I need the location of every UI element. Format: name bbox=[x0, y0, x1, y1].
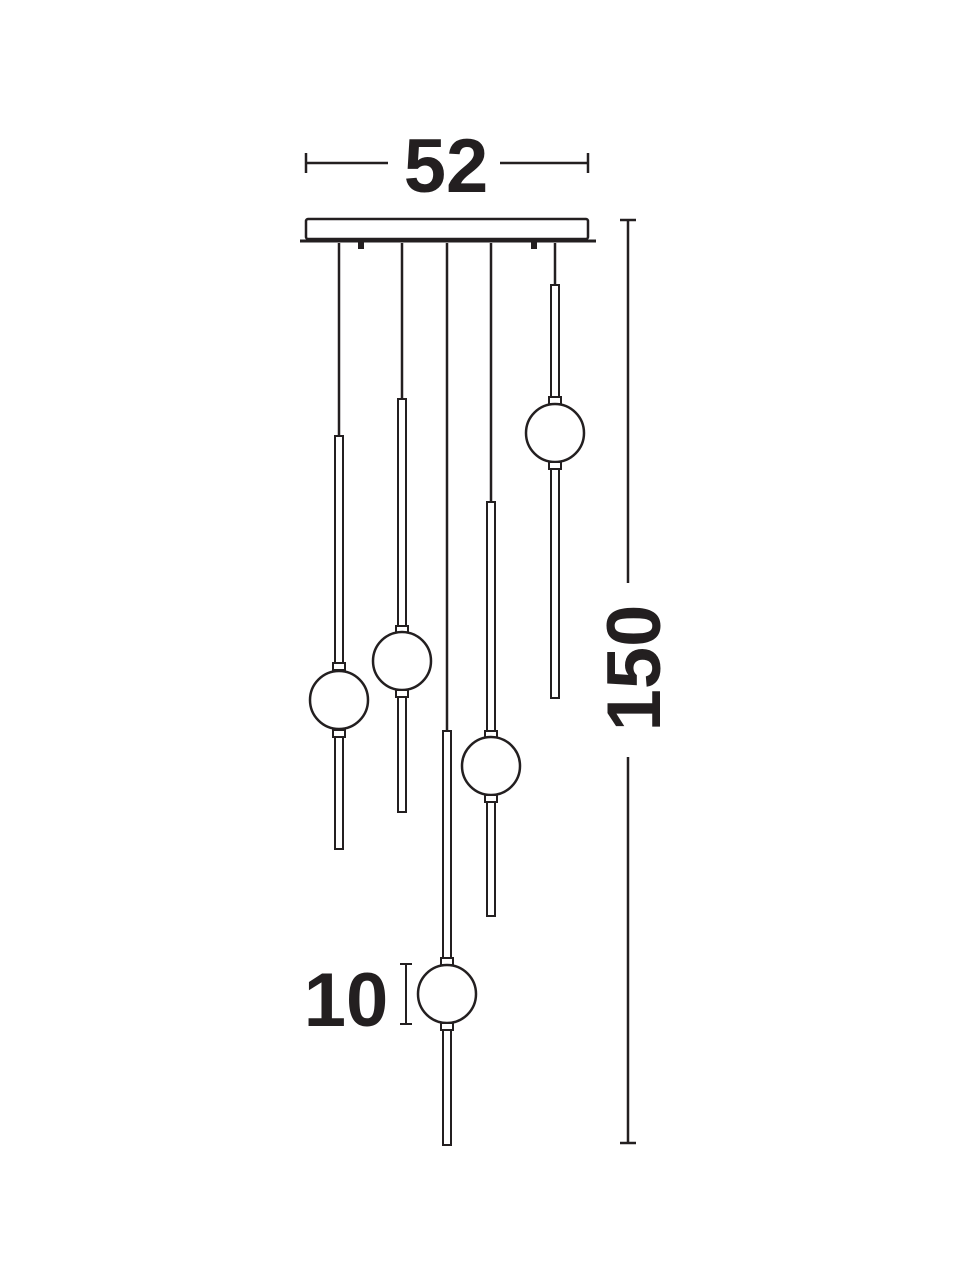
ceiling-canopy bbox=[300, 217, 596, 249]
pendant-5 bbox=[524, 243, 586, 699]
canopy-screw-right bbox=[531, 241, 537, 249]
height-dimension: 150 bbox=[592, 218, 677, 1145]
pendant-1-lower-rod bbox=[334, 736, 344, 850]
pendant-5-globe bbox=[524, 402, 586, 464]
pendant-5-lower-rod bbox=[550, 468, 560, 699]
pendant-3-upper-rod bbox=[442, 730, 452, 963]
pendant-2-upper-rod bbox=[397, 398, 407, 631]
pendant-2-lower-rod bbox=[397, 696, 407, 813]
pendant-1-upper-collar bbox=[332, 662, 346, 671]
pendant-5-lower-collar bbox=[548, 461, 562, 470]
pendant-1-lower-collar bbox=[332, 729, 346, 738]
width-dimension-label: 52 bbox=[404, 124, 489, 209]
canopy-plate bbox=[304, 217, 590, 241]
globe-dimension-label: 10 bbox=[304, 958, 389, 1043]
pendant-3-globe bbox=[416, 963, 478, 1025]
pendant-2-lower-collar bbox=[395, 689, 409, 698]
pendant-1 bbox=[308, 243, 370, 850]
pendant-3-lower-rod bbox=[442, 1029, 452, 1146]
pendant-2 bbox=[371, 243, 433, 813]
pendant-4 bbox=[460, 243, 522, 917]
pendant-3-lower-collar bbox=[440, 1022, 454, 1031]
pendant-3 bbox=[416, 243, 478, 1146]
pendant-4-upper-rod bbox=[486, 501, 496, 736]
pendant-1-upper-rod bbox=[334, 435, 344, 669]
canopy-screw-left bbox=[358, 241, 364, 249]
pendant-5-upper-rod bbox=[550, 284, 560, 401]
width-dimension: 52 bbox=[304, 124, 590, 209]
height-dimension-label: 150 bbox=[592, 605, 677, 732]
pendant-4-lower-collar bbox=[484, 794, 498, 803]
pendant-2-globe bbox=[371, 630, 433, 692]
pendant-4-globe bbox=[460, 735, 522, 797]
globe-dimension: 10 bbox=[304, 958, 412, 1043]
pendant-1-globe bbox=[308, 669, 370, 731]
pendant-4-lower-rod bbox=[486, 801, 496, 917]
